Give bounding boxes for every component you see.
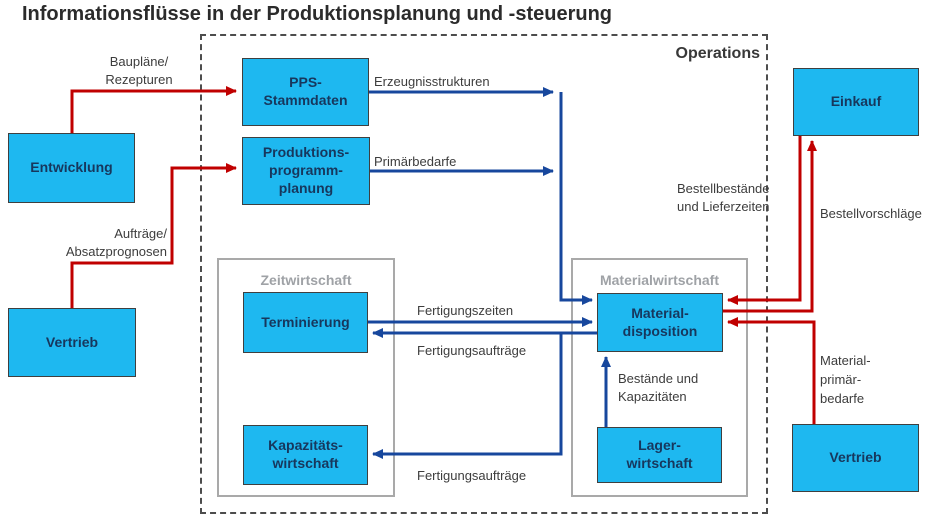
box-vertrieb-left-label: Vertrieb [45, 333, 99, 350]
box-produktionsprogrammplanung: Produktions- programm- planung [242, 137, 370, 205]
arrow-auftraege-absatzprognosen [70, 163, 237, 308]
arrow-bauplaene-rezepturen [70, 86, 237, 133]
label-bauplaene-rezepturen: Baupläne/ Rezepturen [105, 54, 173, 87]
box-entwicklung: Entwicklung [8, 133, 135, 203]
box-entwicklung-label: Entwicklung [30, 159, 113, 176]
box-terminierung-label: Terminierung [261, 313, 350, 330]
label-bestellvorschlaege: Bestellvorschläge [820, 206, 922, 221]
box-materialdisposition-label: Material- disposition [622, 304, 698, 339]
group-materialwirtschaft-label: Materialwirtschaft [599, 272, 720, 288]
box-pps-stammdaten: PPS- Stammdaten [242, 58, 369, 126]
label-bestellbestaende-lieferzeiten: Bestellbestände und Lieferzeiten [677, 181, 770, 214]
label-erzeugnisstrukturen: Erzeugnisstrukturen [374, 74, 490, 89]
box-kapazitaetswirtschaft-label: Kapazitäts- wirtschaft [268, 437, 343, 471]
box-einkauf-label: Einkauf [830, 93, 882, 110]
box-kapazitaetswirtschaft: Kapazitäts- wirtschaft [243, 425, 368, 485]
box-lagerwirtschaft-label: Lager- wirtschaft [626, 437, 693, 471]
arrow-bestellvorschlaege [723, 140, 817, 313]
label-primaerbedarfe: Primärbedarfe [374, 154, 457, 169]
label-auftraege-absatzprognosen: Aufträge/ Absatzprognosen [65, 226, 167, 259]
page-title: Informationsflüsse in der Produktionspla… [22, 3, 613, 25]
box-vertrieb-left: Vertrieb [8, 308, 136, 377]
operations-label: Operations [675, 45, 760, 62]
arrow-materialprimaerbedarfe [727, 317, 816, 426]
box-vertrieb-right-label: Vertrieb [829, 449, 882, 466]
operations-boundary [200, 34, 768, 514]
arrow-bestellbestaende-lieferzeiten [727, 136, 802, 305]
group-zeitwirtschaft-label: Zeitwirtschaft [260, 272, 352, 288]
box-terminierung: Terminierung [243, 292, 368, 353]
label-fertigungsauftraege-1: Fertigungsaufträge [417, 343, 527, 358]
label-fertigungszeiten: Fertigungszeiten [417, 303, 514, 318]
label-materialprimaerbedarfe: Material- primär- bedarfe [820, 353, 871, 407]
box-produktionsprogrammplanung-label: Produktions- programm- planung [262, 144, 350, 196]
arrow-fertigungsauftraege-kapazitaet [372, 333, 563, 459]
box-vertrieb-right: Vertrieb [792, 424, 919, 492]
label-fertigungsauftraege-2: Fertigungsaufträge [417, 468, 527, 483]
box-lagerwirtschaft: Lager- wirtschaft [597, 427, 722, 483]
label-bestaende-kapazitaeten: Bestände und Kapazitäten [618, 371, 699, 404]
box-einkauf: Einkauf [793, 68, 919, 136]
arrow-junction-to-materialdisposition [559, 92, 593, 305]
box-pps-stammdaten-label: PPS- Stammdaten [263, 74, 348, 108]
box-materialdisposition: Material- disposition [597, 293, 723, 352]
